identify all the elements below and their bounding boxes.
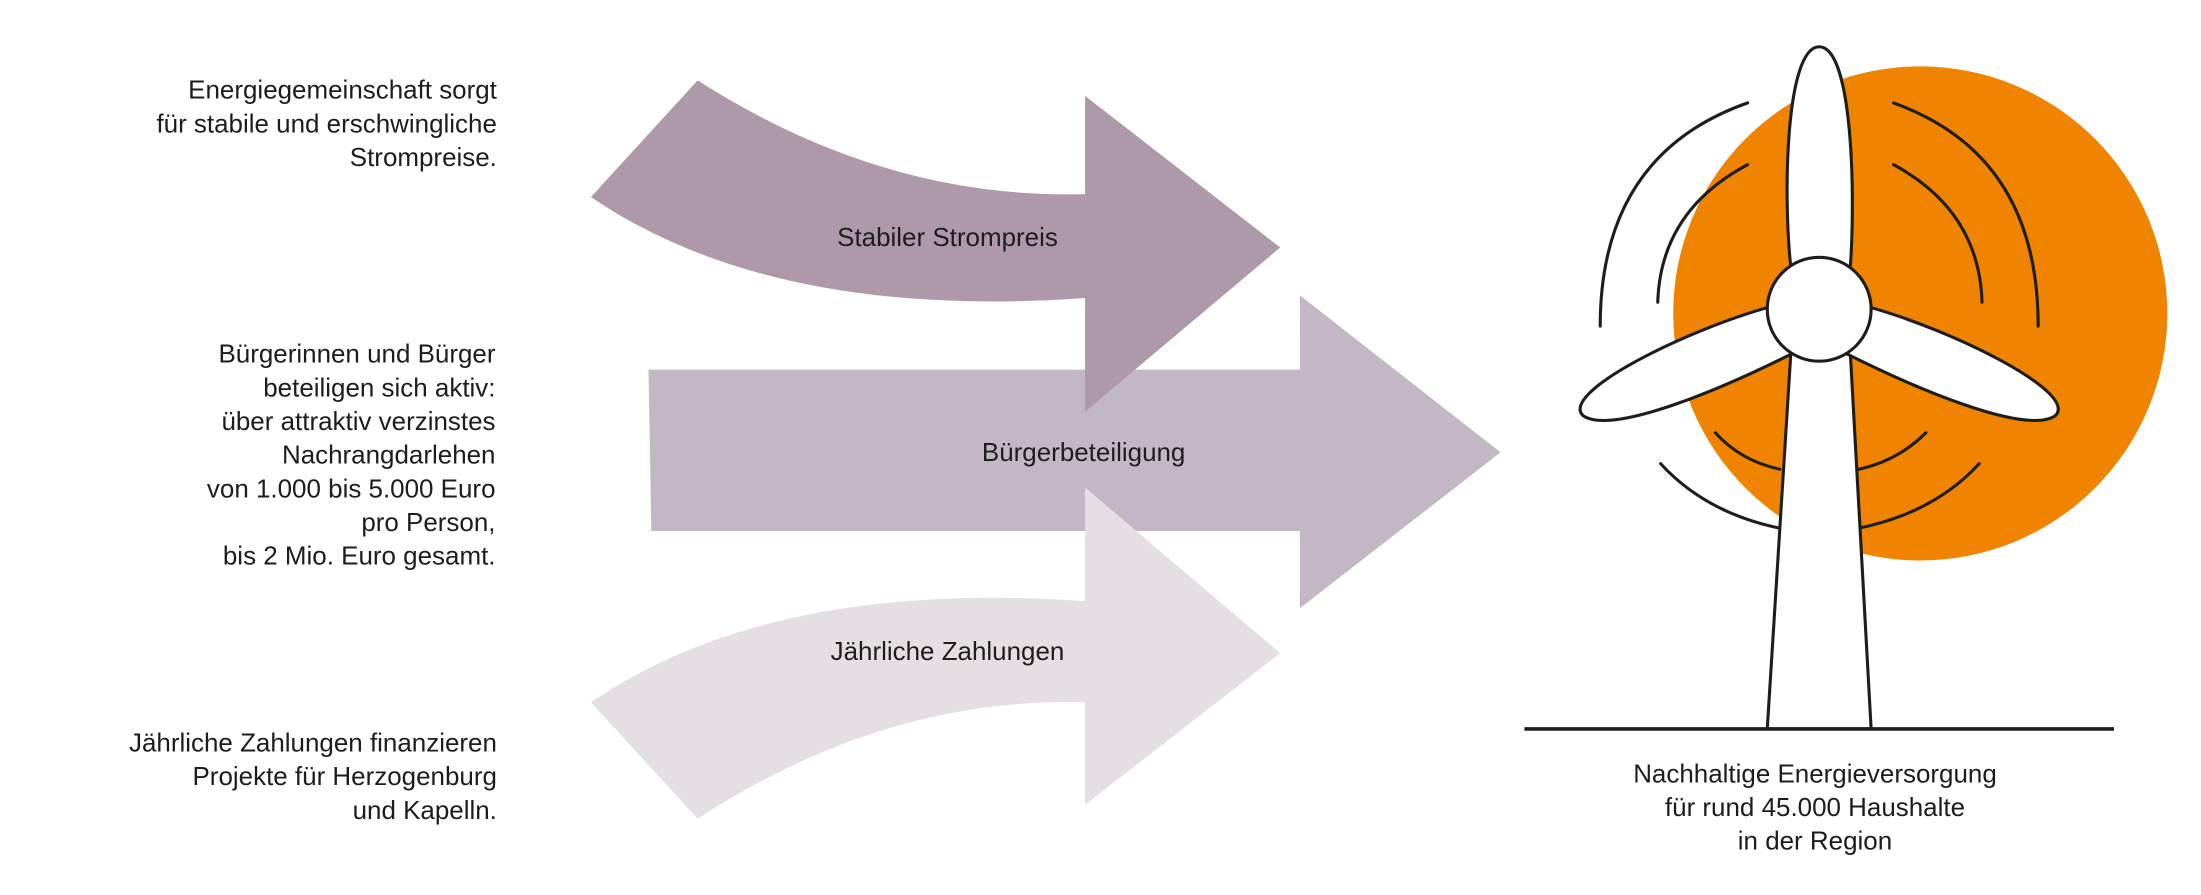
text-line: Nachrangdarlehen	[282, 440, 496, 470]
text-beteiligung: Bürgerinnen und Bürger beteiligen sich a…	[207, 339, 496, 571]
text-line: Jährliche Zahlungen finanzieren	[129, 727, 497, 757]
arrow-buergerbeteiligung	[648, 295, 1501, 609]
arrow-jaehrliche-zahlungen	[590, 487, 1281, 819]
turbine-caption: Nachhaltige Energieversorgung für rund 4…	[1633, 758, 1997, 855]
text-line: Bürgerinnen und Bürger	[218, 339, 495, 369]
blade-top	[1785, 45, 1854, 272]
text-line: von 1.000 bis 5.000 Euro	[207, 473, 496, 503]
text-line: über attraktiv verzinstes	[221, 406, 495, 436]
arrow-label-zahlungen: Jährliche Zahlungen	[831, 636, 1065, 666]
arrow-label-beteiligung: Bürgerbeteiligung	[982, 437, 1185, 467]
text-line: bis 2 Mio. Euro gesamt.	[223, 541, 496, 571]
text-line: pro Person,	[361, 507, 495, 537]
caption-line: Nachhaltige Energieversorgung	[1633, 758, 1997, 788]
wind-turbine-illustration	[1524, 45, 2168, 731]
caption-line: in der Region	[1738, 826, 1892, 856]
text-line: beteiligen sich aktiv:	[263, 372, 495, 402]
text-zahlungen: Jährliche Zahlungen finanzieren Projekte…	[129, 727, 497, 824]
hub	[1765, 255, 1873, 363]
motion-arcs	[1598, 101, 2040, 530]
text-line: Energiegemeinschaft sorgt	[188, 75, 498, 105]
blade-left	[1578, 304, 1794, 422]
blade-right	[1845, 304, 2060, 422]
arrow-label-strompreis: Stabiler Strompreis	[837, 222, 1058, 252]
arrow-stabiler-strompreis	[590, 80, 1281, 412]
text-line: Projekte für Herzogenburg	[193, 761, 497, 791]
caption-line: für rund 45.000 Haushalte	[1665, 792, 1965, 822]
text-line: und Kapelln.	[353, 795, 497, 825]
text-strompreis: Energiegemeinschaft sorgt für stabile un…	[156, 75, 497, 172]
text-line: Strompreise.	[350, 142, 497, 172]
text-line: für stabile und erschwingliche	[156, 108, 496, 138]
